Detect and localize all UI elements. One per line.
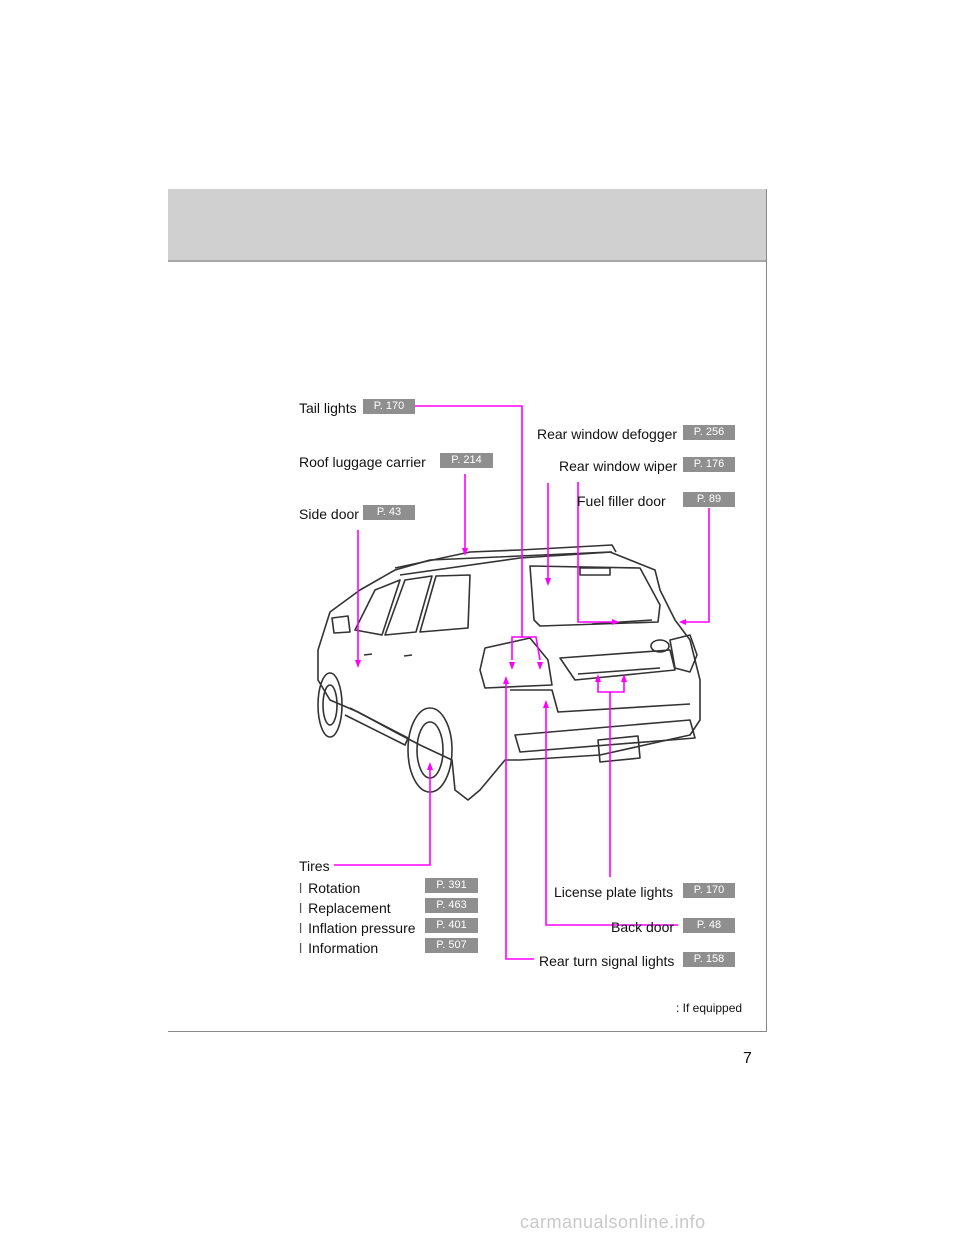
tires-title: Tires — [299, 858, 330, 874]
side-door-label: Side door — [299, 506, 359, 522]
tires-item-label: Information — [308, 940, 378, 956]
license-plate-lights-label: License plate lights — [554, 884, 673, 900]
roof-luggage-carrier-page-link[interactable]: P. 214 — [440, 453, 493, 468]
rear-turn-signal-lights-label: Rear turn signal lights — [539, 953, 674, 969]
rear-window-wiper-label: Rear window wiper — [559, 458, 677, 474]
bullet-marker: l — [299, 940, 302, 956]
tires-item-label: Rotation — [308, 880, 360, 896]
tires-item-rotation: l Rotation — [299, 880, 360, 896]
if-equipped-footnote: : If equipped — [676, 1001, 742, 1015]
back-door-label: Back door — [611, 919, 674, 935]
roof-luggage-carrier-label: Roof luggage carrier — [299, 454, 426, 470]
tires-information-page-link[interactable]: P. 507 — [425, 938, 478, 953]
tail-lights-label: Tail lights — [299, 400, 357, 416]
rear-window-defogger-label: Rear window defogger — [537, 426, 677, 442]
side-door-page-link[interactable]: P. 43 — [363, 505, 415, 520]
tires-inflation-pressure-page-link[interactable]: P. 401 — [425, 918, 478, 933]
tail-lights-page-link[interactable]: P. 170 — [363, 399, 415, 414]
bullet-marker: l — [299, 880, 302, 896]
bullet-marker: l — [299, 920, 302, 936]
rear-window-defogger-page-link[interactable]: P. 256 — [683, 425, 735, 440]
watermark: carmanualsonline.info — [520, 1212, 706, 1233]
tires-item-label: Inflation pressure — [308, 920, 415, 936]
page-number: 7 — [743, 1050, 752, 1068]
rear-turn-signal-lights-page-link[interactable]: P. 158 — [683, 952, 735, 967]
tires-rotation-page-link[interactable]: P. 391 — [425, 878, 478, 893]
leader-lines — [334, 406, 709, 959]
fuel-filler-door-page-link[interactable]: P. 89 — [683, 492, 735, 507]
tires-item-inflation-pressure: l Inflation pressure — [299, 920, 416, 936]
tires-replacement-page-link[interactable]: P. 463 — [425, 898, 478, 913]
license-plate-lights-page-link[interactable]: P. 170 — [683, 883, 735, 898]
tires-item-replacement: l Replacement — [299, 900, 391, 916]
back-door-page-link[interactable]: P. 48 — [683, 918, 735, 933]
fuel-filler-door-label: Fuel filler door — [577, 493, 666, 509]
rear-window-wiper-page-link[interactable]: P. 176 — [683, 457, 735, 472]
bullet-marker: l — [299, 900, 302, 916]
tires-item-label: Replacement — [308, 900, 391, 916]
tires-item-information: l Information — [299, 940, 378, 956]
